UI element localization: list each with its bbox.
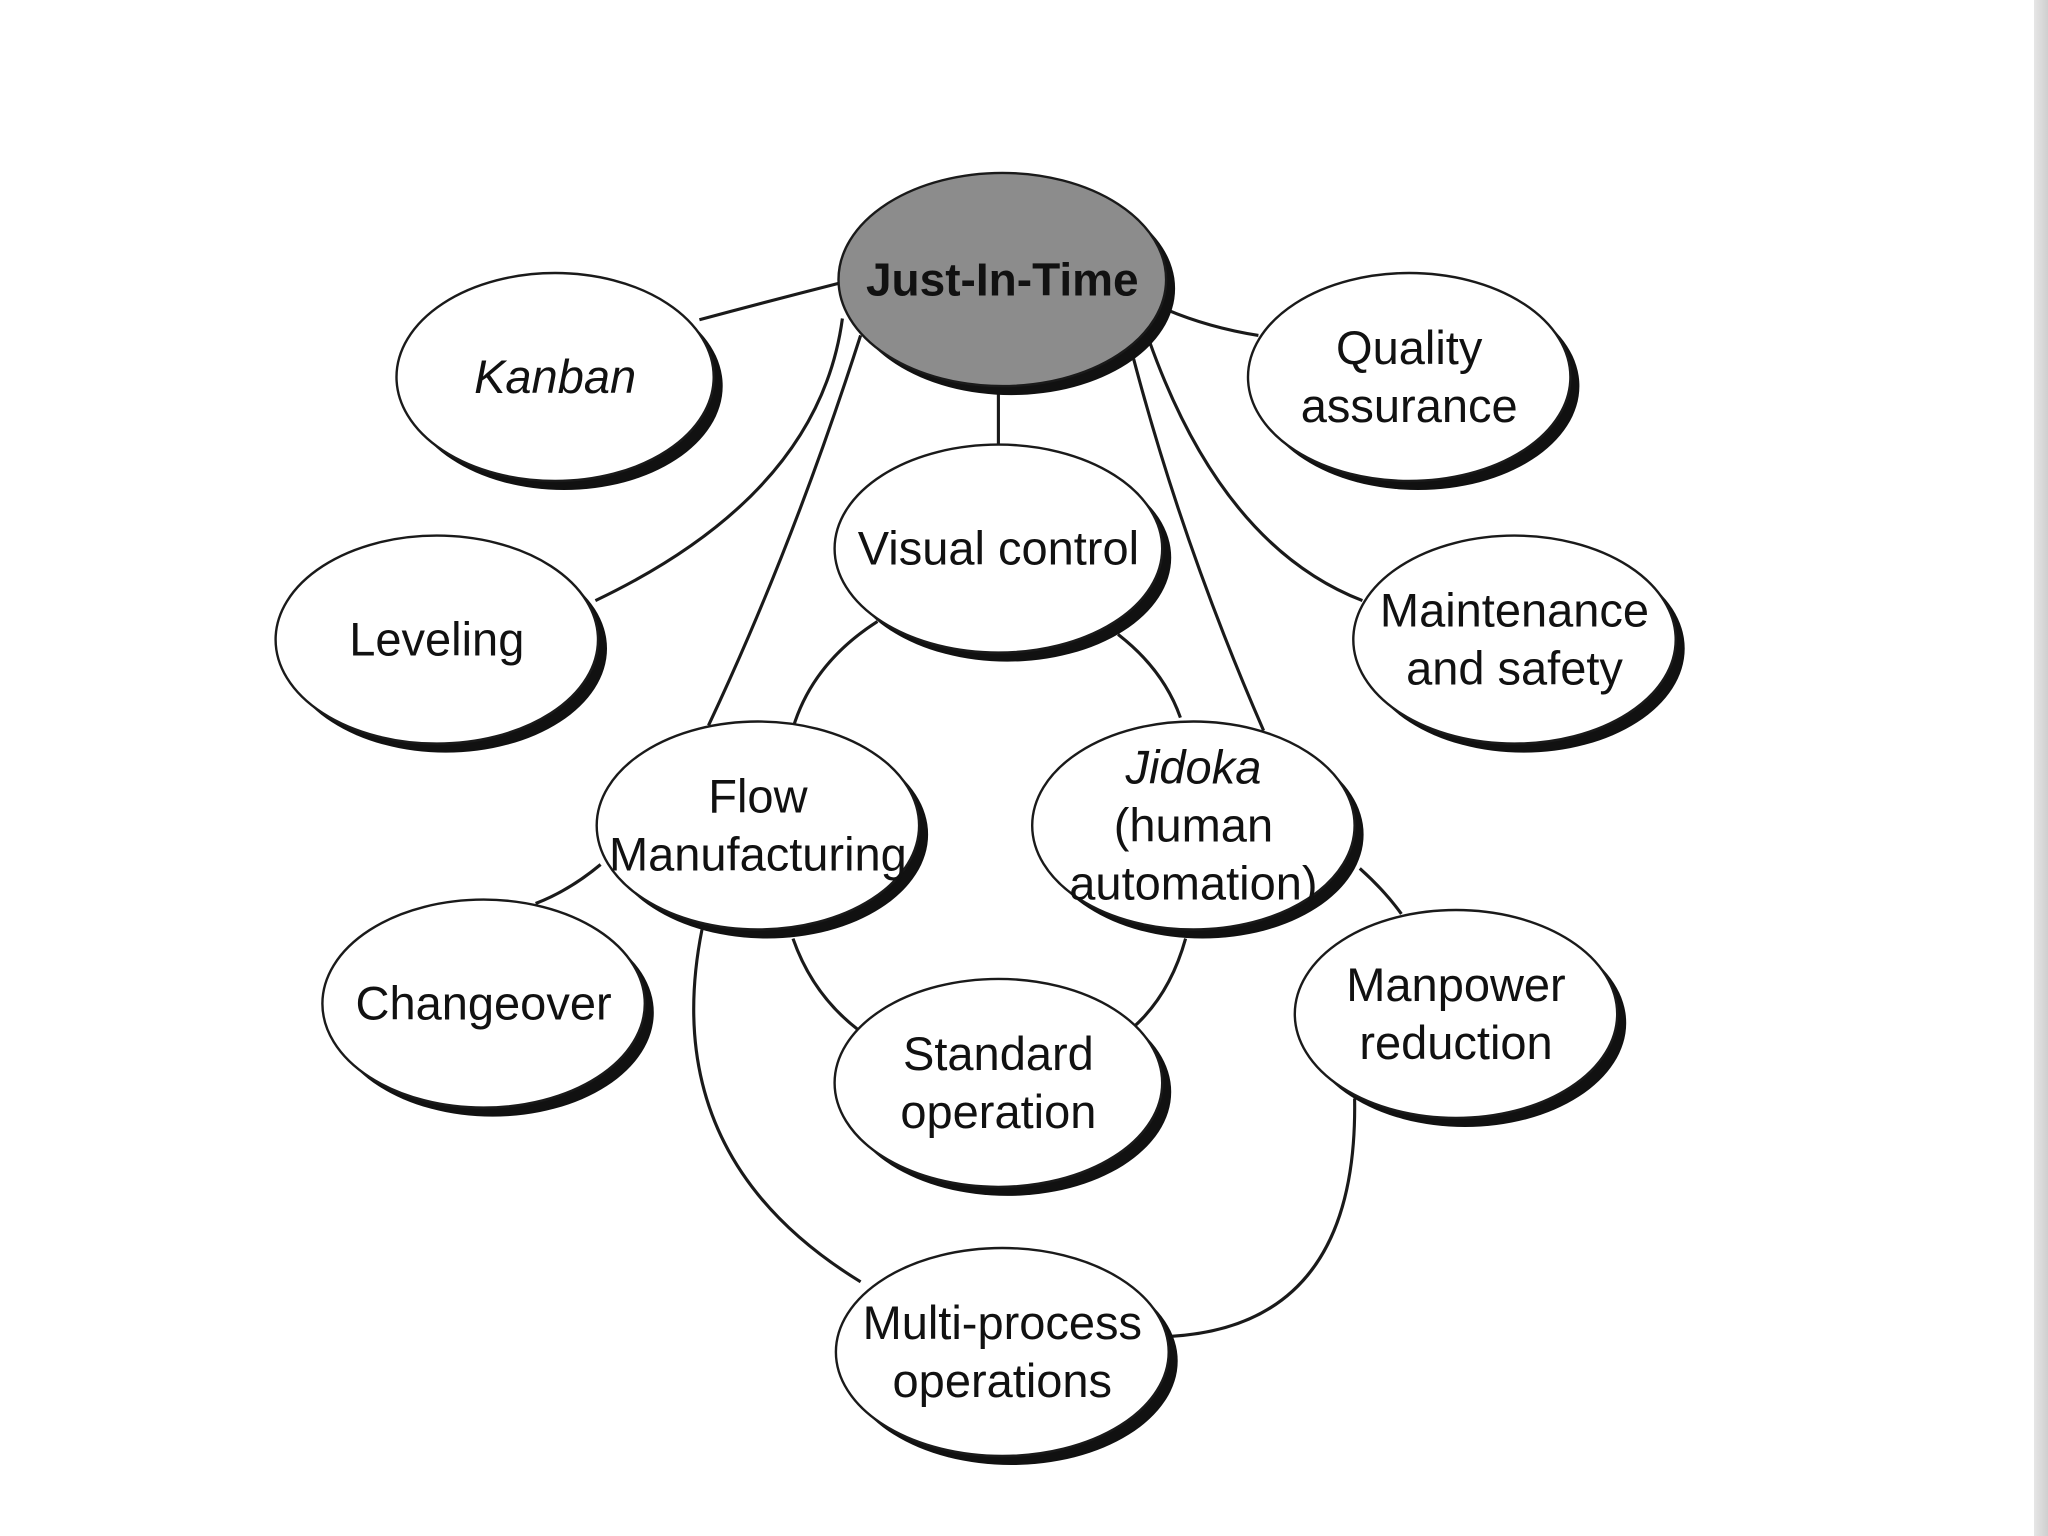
connector-jit-quality: [1165, 307, 1259, 337]
node-changeover: Changeover: [321, 898, 654, 1117]
node-label: Changeover: [356, 977, 612, 1030]
node-label: Quality: [1336, 321, 1483, 374]
connector-jit-maintenance: [1147, 340, 1363, 603]
node-label: assurance: [1301, 379, 1518, 432]
node-label: Standard: [903, 1027, 1094, 1080]
node-ellipse: [1352, 534, 1677, 745]
node-ellipse: [833, 443, 1164, 654]
node-ellipse: [834, 1246, 1170, 1458]
connector-jidoka-standard: [1132, 938, 1188, 1029]
node-label: Manpower: [1346, 958, 1565, 1011]
connector-jit-leveling: [594, 318, 844, 603]
node-ellipse: [833, 977, 1164, 1189]
node-kanban: Kanban: [395, 271, 723, 490]
connector-lines: [535, 281, 1403, 1338]
node-label: Jidoka: [1124, 741, 1261, 794]
connector-flow-standard: [791, 938, 859, 1031]
node-ellipse: [1293, 908, 1619, 1120]
node-visual: Visual control: [833, 443, 1172, 662]
connector-manpower-multiprocess: [1169, 1098, 1357, 1338]
node-ellipse: [1246, 271, 1572, 483]
node-label: operation: [900, 1085, 1096, 1138]
node-label: (human: [1114, 799, 1273, 852]
connector-visual-flow: [791, 620, 879, 729]
node-ellipse: [321, 898, 647, 1109]
node-ellipse: [1031, 720, 1356, 931]
connector-jidoka-manpower: [1358, 867, 1403, 915]
node-label: reduction: [1359, 1016, 1552, 1069]
connector-jit-flow: [707, 334, 863, 727]
node-label: automation): [1069, 857, 1317, 910]
node-label: Leveling: [349, 613, 524, 666]
node-label: Maintenance: [1380, 584, 1649, 637]
node-leveling: Leveling: [274, 534, 607, 753]
node-label: Manufacturing: [609, 828, 907, 881]
connector-visual-jidoka: [1117, 633, 1182, 719]
node-ellipse: [595, 720, 921, 931]
node-label: Multi-process: [863, 1296, 1142, 1349]
node-label: Flow: [708, 770, 808, 823]
page-edge: [2034, 0, 2048, 1536]
node-ellipse: [395, 271, 715, 483]
node-label: operations: [893, 1354, 1113, 1407]
connector-jit-jidoka: [1132, 358, 1266, 732]
connector-flow-multiprocess: [692, 929, 862, 1284]
node-ellipse: [837, 171, 1168, 388]
node-label: Kanban: [474, 350, 636, 403]
node-jit: Just-In-Time: [837, 171, 1176, 396]
node-label: Visual control: [858, 522, 1139, 575]
node-label: Just-In-Time: [866, 254, 1139, 306]
node-ellipse: [274, 534, 600, 745]
connector-flow-changeover: [535, 863, 602, 905]
node-label: and safety: [1406, 642, 1623, 695]
connector-jit-kanban: [698, 281, 839, 322]
